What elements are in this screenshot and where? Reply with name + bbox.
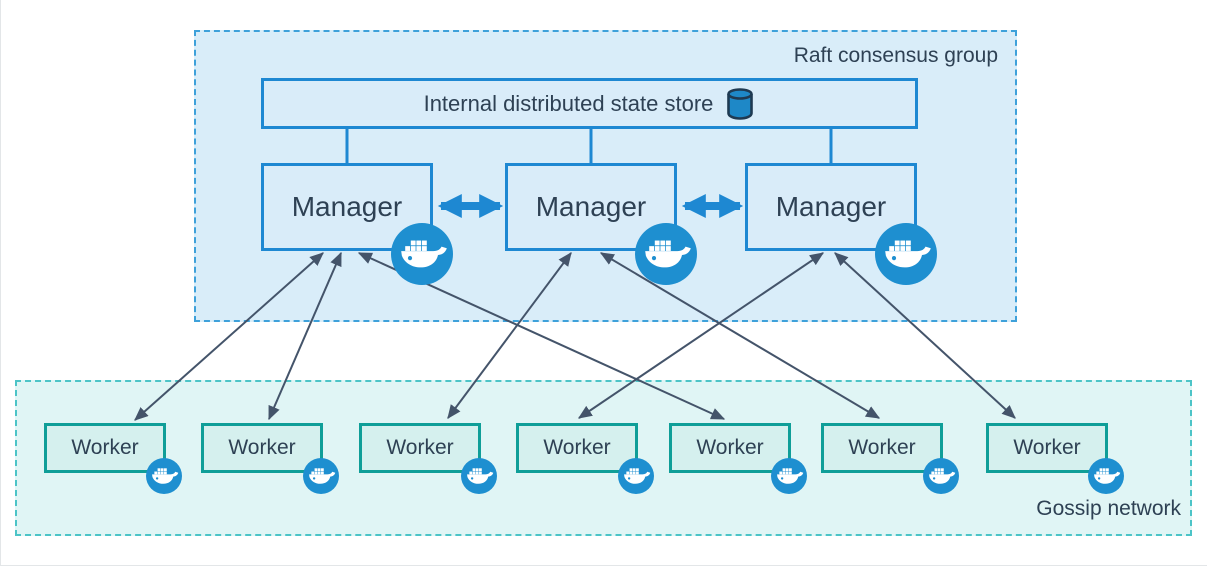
- manager-label: Manager: [535, 191, 647, 222]
- manager-box-3: Manager: [745, 163, 917, 251]
- worker-label: Worker: [1013, 436, 1081, 459]
- manager-label: Manager: [291, 191, 403, 222]
- worker-box-3: Worker: [359, 423, 481, 473]
- manager-box-1: Manager: [261, 163, 433, 251]
- manager-box-2: Manager: [505, 163, 677, 251]
- manager-label: Manager: [775, 191, 887, 222]
- worker-label: Worker: [543, 436, 611, 459]
- worker-label: Worker: [71, 436, 139, 459]
- worker-label: Worker: [848, 436, 916, 459]
- worker-box-7: Worker: [986, 423, 1108, 473]
- worker-label: Worker: [386, 436, 454, 459]
- database-cylinder-icon: [727, 87, 754, 120]
- raft-group-label: Raft consensus group: [793, 44, 998, 67]
- worker-box-4: Worker: [516, 423, 638, 473]
- worker-box-2: Worker: [201, 423, 323, 473]
- worker-box-6: Worker: [821, 423, 943, 473]
- gossip-network-label: Gossip network: [1036, 497, 1181, 520]
- state-store-box: Internal distributed state store: [261, 78, 918, 129]
- worker-label: Worker: [696, 436, 764, 459]
- worker-box-5: Worker: [669, 423, 791, 473]
- state-store-label: Internal distributed state store: [423, 90, 714, 116]
- worker-label: Worker: [228, 436, 296, 459]
- worker-box-1: Worker: [44, 423, 166, 473]
